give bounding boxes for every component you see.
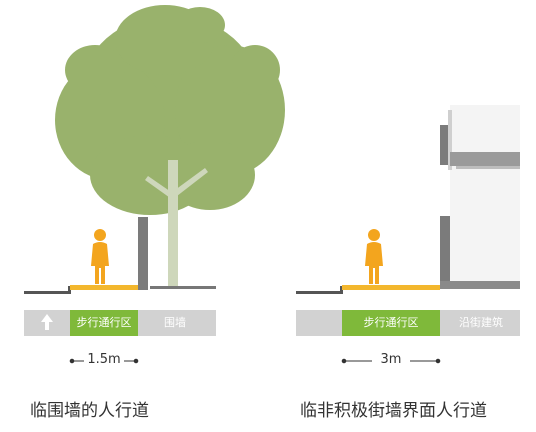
paving-strip xyxy=(70,285,138,290)
building-icon xyxy=(440,105,520,289)
zone-bar-right xyxy=(296,310,520,336)
caption-left: 临围墙的人行道 xyxy=(30,401,149,421)
zone-label-building: 沿街建筑 xyxy=(459,316,503,329)
dimension-label-left: 1.5m xyxy=(87,352,121,367)
pedestrian-icon xyxy=(91,229,109,284)
ground-line xyxy=(296,286,343,294)
zone-label-wall: 围墙 xyxy=(164,316,186,329)
wall-icon xyxy=(138,217,148,290)
ground-line xyxy=(24,286,216,294)
paving-strip xyxy=(342,285,440,290)
pedestrian-icon xyxy=(365,229,383,284)
caption-right: 临非积极街墙界面人行道 xyxy=(300,401,487,421)
dimension-marker-left xyxy=(69,358,139,364)
dimension-label-right: 3m xyxy=(380,352,402,367)
dimension-marker-right xyxy=(341,358,441,364)
zone-bar-left xyxy=(24,310,216,336)
tree-icon xyxy=(55,5,285,287)
zone-label-walk-right: 步行通行区 xyxy=(363,316,419,329)
up-arrow-icon xyxy=(41,314,53,330)
zone-label-walk-left: 步行通行区 xyxy=(76,316,132,329)
